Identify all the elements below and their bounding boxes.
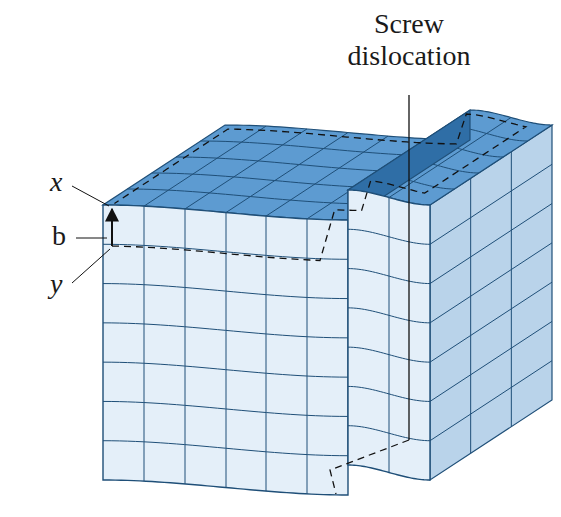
grid-line xyxy=(430,282,552,362)
leader-line xyxy=(72,249,110,283)
crystal-block xyxy=(103,110,552,495)
grid-line xyxy=(430,321,552,401)
leader-line xyxy=(76,238,107,239)
axis-label: x xyxy=(50,166,74,198)
grid-line xyxy=(144,206,145,481)
grid-line xyxy=(430,243,552,323)
front-face xyxy=(348,190,430,480)
grid-line xyxy=(430,361,552,441)
title-label: Screw dislocation xyxy=(319,8,499,72)
front-face xyxy=(103,205,348,495)
grid-line xyxy=(470,178,471,453)
grid-line xyxy=(511,152,512,427)
grid-line xyxy=(144,126,266,206)
vector-label: b xyxy=(52,220,76,252)
burgers-vector xyxy=(111,209,113,246)
burgers-circuit xyxy=(112,114,526,260)
dashed-line xyxy=(330,440,409,494)
grid-line xyxy=(185,129,307,209)
grid-line xyxy=(226,133,348,213)
leader-line xyxy=(72,186,109,206)
dislocation-line xyxy=(408,95,409,440)
grid-line xyxy=(266,216,267,491)
grid-line xyxy=(430,204,552,284)
axis-label: y xyxy=(50,268,74,300)
grid-line xyxy=(389,198,390,473)
